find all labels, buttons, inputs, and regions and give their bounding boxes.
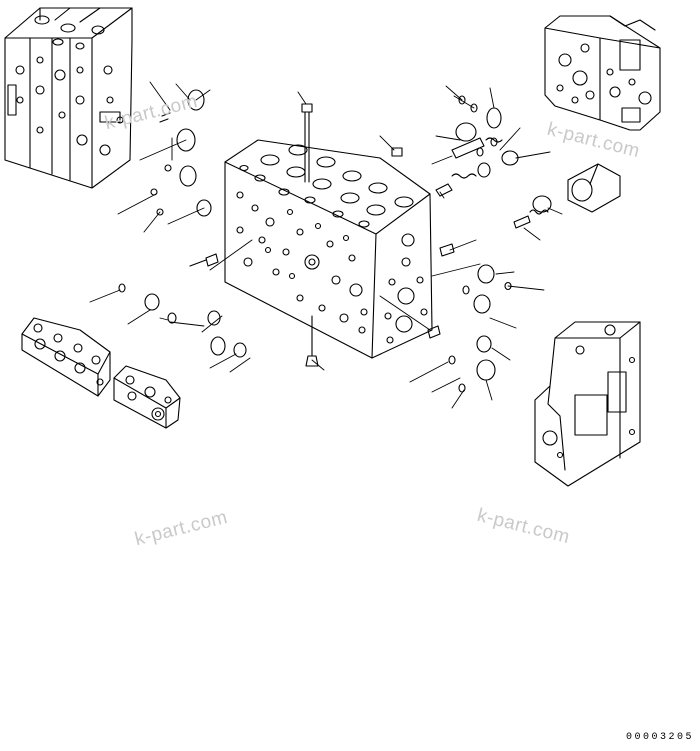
main-valve-body — [225, 140, 432, 358]
spring-and-spool-parts — [436, 138, 548, 228]
manifold-block-large — [22, 318, 110, 396]
plug-cap-part — [568, 164, 620, 212]
valve-spool-bores — [240, 145, 413, 227]
figure-number: 00003205 — [625, 732, 694, 743]
valve-ports-side — [385, 234, 427, 343]
end-cover-block — [545, 16, 660, 130]
end-plate-block — [535, 322, 640, 486]
bolt-set — [160, 104, 454, 366]
manifold-block-small — [114, 366, 180, 428]
valve-ports-front — [237, 192, 367, 333]
valve-assembly-stack — [5, 8, 132, 188]
leader-lines — [90, 82, 562, 408]
